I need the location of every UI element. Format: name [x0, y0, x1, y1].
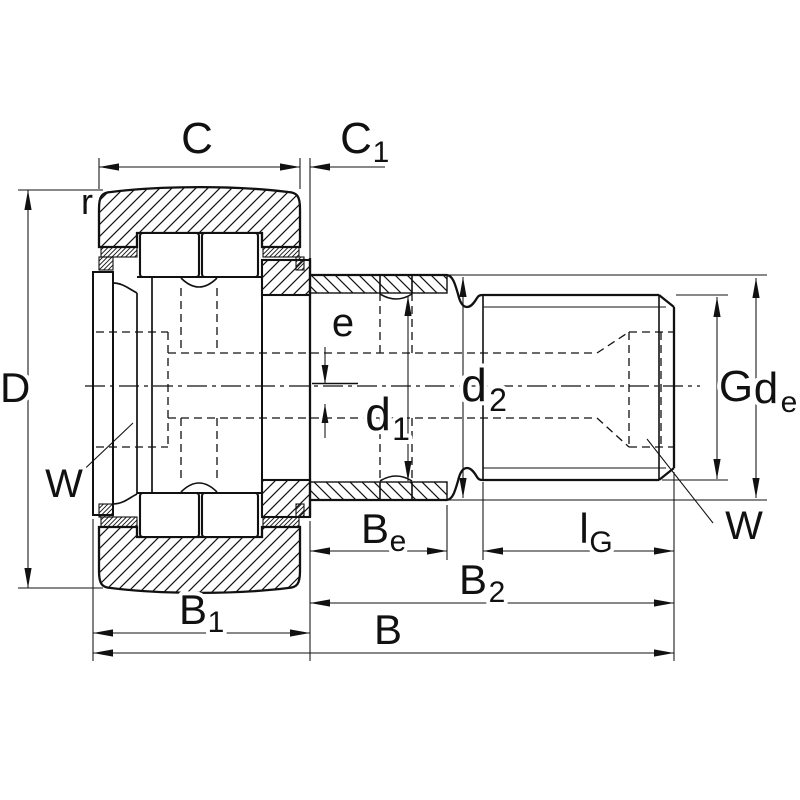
label-d1-main: d	[365, 388, 391, 440]
hidden-lubrication-details	[96, 288, 674, 482]
roller-bottom-left	[138, 491, 201, 539]
label-de-main: d	[754, 364, 778, 413]
stud-shaft	[180, 258, 767, 517]
dimensions	[18, 158, 760, 661]
label-D: D	[0, 364, 30, 411]
roller-top-left	[138, 231, 201, 279]
label-C: C	[181, 114, 213, 163]
label-d1-sub: 1	[392, 411, 410, 447]
seal-strip-bottom-right	[262, 516, 300, 528]
label-B2-main: B	[459, 556, 487, 603]
dimension-labels: C C 1 r D W e d 1 d 2 G d e W B e l G B …	[0, 110, 800, 657]
label-de-sub: e	[781, 386, 798, 419]
roller-top-right	[200, 231, 260, 279]
label-d2-sub: 2	[489, 382, 507, 418]
seal-strip-bottom-left	[100, 516, 138, 528]
raceway-lines	[137, 260, 263, 517]
side-washer	[92, 260, 263, 517]
label-Be-sub: e	[390, 525, 407, 558]
label-B: B	[374, 606, 402, 653]
roller-bottom-right	[200, 491, 260, 539]
stud-medium-lines	[180, 275, 660, 500]
seals	[98, 246, 305, 528]
seal-strip-top-left	[100, 246, 138, 258]
center-axis	[85, 382, 700, 387]
label-C1-sub: 1	[373, 136, 390, 169]
label-B1-sub: 1	[208, 606, 225, 639]
label-lG-sub: G	[589, 526, 612, 559]
label-B2-sub: 2	[489, 576, 506, 609]
label-lG-main: l	[579, 505, 588, 552]
seal-lip-bottom-left	[98, 503, 114, 518]
outer-ring-bottom-section	[97, 525, 302, 595]
label-C1-main: C	[340, 114, 372, 163]
collar-bottom-section	[260, 478, 312, 519]
stud-edge-band-top	[309, 274, 448, 294]
label-W-left: W	[45, 462, 83, 506]
rollers	[138, 231, 260, 539]
thread-minor-and-extensions	[447, 274, 767, 501]
label-G: G	[719, 362, 753, 411]
stud-outlines	[308, 258, 676, 517]
seal-lip-top-left	[98, 256, 114, 271]
hidden-dashed-lines	[96, 288, 674, 482]
label-B1-main: B	[179, 586, 207, 633]
label-W-right: W	[725, 504, 763, 548]
stud-collar	[260, 258, 312, 519]
stud-edge-band-bottom	[309, 481, 448, 501]
label-d2-main: d	[461, 359, 487, 411]
washer-step-curves	[112, 277, 153, 505]
seal-strip-top-right	[262, 246, 300, 258]
label-Be-main: B	[361, 505, 389, 552]
washer-flange	[92, 271, 114, 516]
label-r: r	[81, 181, 93, 222]
label-e: e	[332, 301, 354, 345]
collar-top-section	[260, 258, 312, 297]
